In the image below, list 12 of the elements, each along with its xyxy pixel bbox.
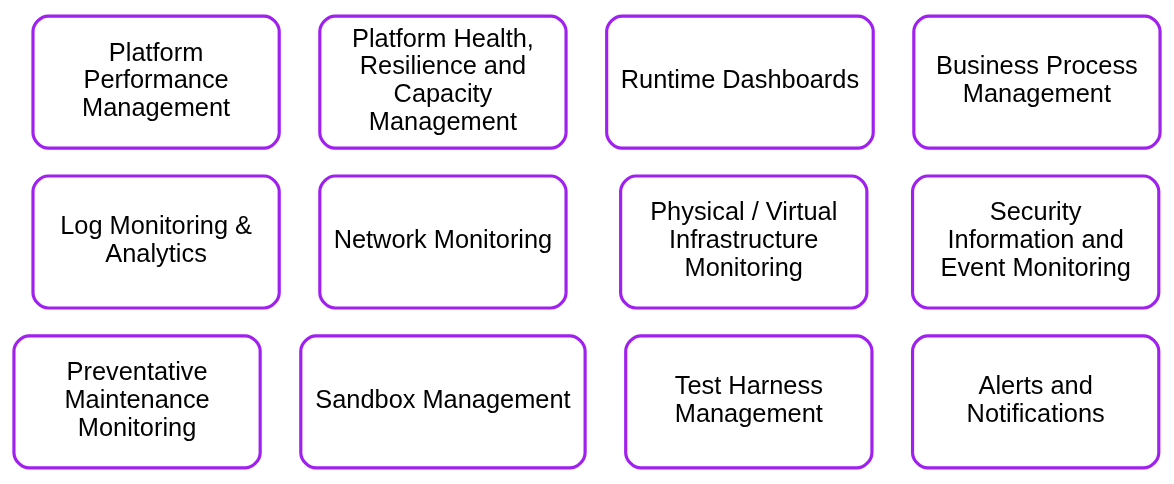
- node-box: Platform Performance Management: [31, 14, 281, 150]
- node-box: Runtime Dashboards: [605, 14, 875, 150]
- node-box: Log Monitoring & Analytics: [31, 174, 281, 310]
- node-box: Physical / Virtual Infrastructure Monitoring: [619, 174, 869, 310]
- node-box: Preventative Maintenance Monitoring: [12, 334, 262, 470]
- node-box: Security Information and Event Monitoring: [910, 174, 1161, 310]
- node-box: Business Process Management: [912, 14, 1162, 150]
- node-box: Platform Health, Resilience and Capacity Management: [318, 14, 568, 150]
- node-box: Alerts and Notifications: [910, 334, 1161, 470]
- node-box: Network Monitoring: [318, 174, 568, 310]
- node-box: Sandbox Management: [299, 334, 587, 470]
- node-box: Test Harness Management: [624, 334, 874, 470]
